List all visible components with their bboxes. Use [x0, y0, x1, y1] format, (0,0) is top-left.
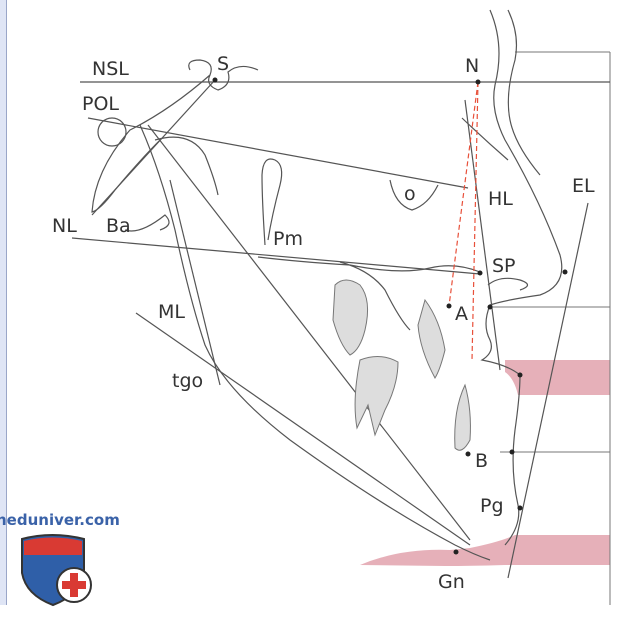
watermark-shield-logo	[21, 534, 92, 607]
nose-bone	[461, 117, 509, 161]
chin-band	[360, 535, 610, 566]
label-a: A	[455, 303, 468, 325]
label-n: N	[465, 55, 479, 77]
label-gn: Gn	[438, 571, 465, 593]
label-pol: POL	[82, 93, 119, 115]
upper-lip-band	[505, 360, 610, 395]
label-b: B	[475, 450, 488, 472]
ear-outline	[124, 136, 219, 232]
tgo-line	[169, 179, 221, 386]
left-panel-edge	[0, 0, 7, 605]
label-el: EL	[572, 175, 595, 197]
label-s: S	[217, 53, 229, 75]
mandible-outline	[139, 124, 491, 561]
palate-outline	[257, 256, 481, 331]
label-pm: Pm	[273, 228, 303, 250]
porion-circle	[97, 117, 127, 147]
label-nsl: NSL	[92, 58, 129, 80]
ml-line	[135, 312, 471, 546]
forehead-line	[507, 9, 541, 176]
molar-lower	[354, 356, 399, 437]
diagonal-line	[147, 124, 471, 541]
label-hl: HL	[488, 188, 513, 210]
watermark-text: neduniver.com	[0, 511, 120, 529]
label-tgo: tgo	[172, 370, 203, 392]
label-ml: ML	[158, 301, 185, 323]
hl-line	[464, 99, 501, 371]
sp-curve	[487, 277, 529, 291]
label-ba: Ba	[106, 215, 131, 237]
orbit-outline	[389, 179, 439, 211]
reference-grid	[488, 51, 611, 605]
pterygoid-outline	[261, 158, 283, 246]
label-nl: NL	[52, 215, 77, 237]
el-line	[507, 202, 589, 579]
label-sp: SP	[492, 255, 516, 277]
n-b-dashed-line	[471, 81, 479, 361]
label-pg: Pg	[480, 495, 504, 517]
incisor-lower	[454, 383, 471, 451]
landmark-points	[212, 77, 568, 555]
molar-upper	[332, 279, 369, 356]
pol-line	[87, 117, 469, 189]
sella-outline	[91, 59, 259, 213]
incisor-upper	[417, 298, 446, 379]
n-a-dashed-line	[448, 81, 479, 307]
label-o: o	[404, 183, 416, 205]
soft-tissue-profile	[480, 9, 563, 546]
nl-line	[71, 237, 481, 275]
